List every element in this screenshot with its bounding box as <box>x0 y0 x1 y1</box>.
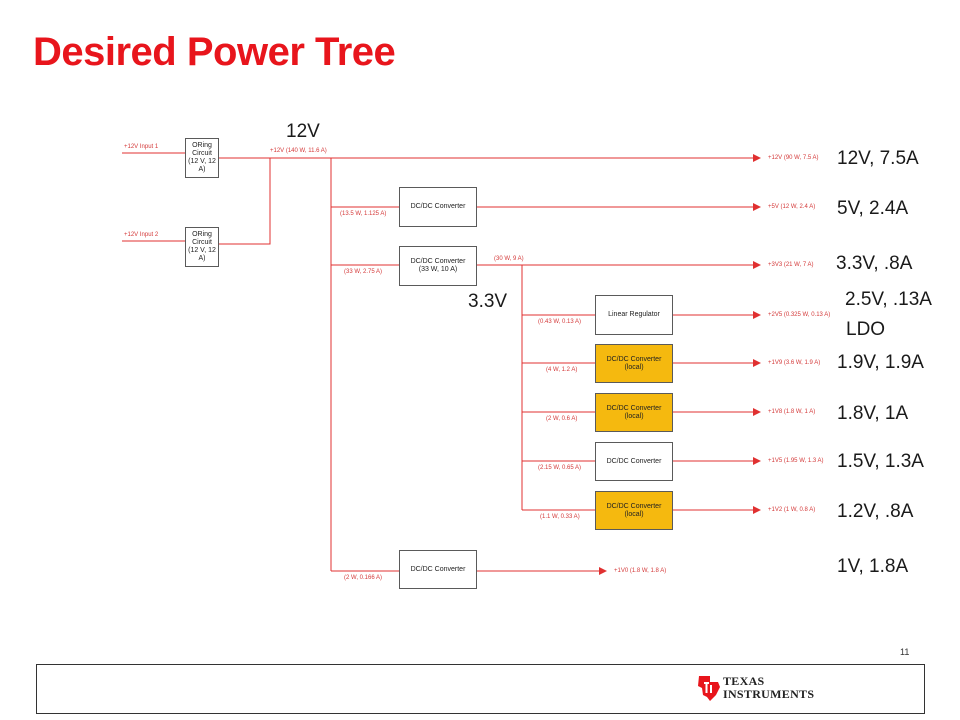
annotation-12v-bus: 12V <box>286 121 320 142</box>
wire-label-to-1v0: (2 W, 0.166 A) <box>344 575 383 581</box>
dcdc-converter-1v5: DC/DC Converter <box>595 442 673 481</box>
linear-regulator: Linear Regulator <box>595 295 673 335</box>
box-line: DC/DC Converter <box>606 457 662 465</box>
wire-label-bus-12v: +12V (140 W, 11.6 A) <box>270 148 327 154</box>
oring-circuit-1: ORing Circuit (12 V, 12 A) <box>185 138 219 178</box>
annotation-out-5v: 5V, 2.4A <box>837 198 909 219</box>
output-rail-1v0: +1V0 (1.8 W, 1.8 A) <box>614 568 667 574</box>
wire-label-to-5v: (13.5 W, 1.125 A) <box>340 211 387 217</box>
footer-bar <box>36 664 925 714</box>
input-label: +12V Input 2 <box>124 232 159 238</box>
dcdc-converter-1v2-local: DC/DC Converter (local) <box>595 491 673 530</box>
box-line: DC/DC Converter <box>606 404 662 412</box>
box-line: DC/DC Converter <box>410 258 466 265</box>
wire-label-bus-3v3: (30 W, 9 A) <box>494 256 524 262</box>
output-rail-1v8: +1V8 (1.8 W, 1 A) <box>768 409 816 415</box>
annotation-out-1v9: 1.9V, 1.9A <box>837 352 924 373</box>
wire-label-to-1v8: (2 W, 0.6 A) <box>546 416 578 422</box>
dcdc-converter-1v8-local: DC/DC Converter (local) <box>595 393 673 432</box>
ti-wordmark-line1: TEXAS <box>723 674 765 688</box>
dcdc-converter-1v0: DC/DC Converter <box>399 550 477 589</box>
dcdc-converter-3v3: DC/DC Converter (33 W, 10 A) <box>399 246 477 286</box>
box-line: ORing Circuit <box>192 231 212 246</box>
box-line: (12 V, 12 A) <box>188 158 216 173</box>
dcdc-converter-1v9-local: DC/DC Converter (local) <box>595 344 673 383</box>
box-line: (local) <box>624 412 644 420</box>
annotation-out-2v5: 2.5V, .13A <box>845 289 932 310</box>
annotation-ldo: LDO <box>846 319 886 340</box>
box-line: (local) <box>624 510 644 518</box>
slide-title: Desired Power Tree <box>33 30 396 74</box>
box-line: DC/DC Converter <box>606 502 662 510</box>
output-rail-1v2: +1V2 (1 W, 0.8 A) <box>768 507 816 513</box>
box-line: DC/DC Converter <box>606 355 662 363</box>
dcdc-converter-5v: DC/DC Converter <box>399 187 477 227</box>
output-rail-2v5: +2V5 (0.325 W, 0.13 A) <box>768 312 831 318</box>
box-line: (33 W, 10 A) <box>418 266 458 273</box>
box-line: DC/DC Converter <box>410 565 466 573</box>
wire-oring2-tie <box>219 158 271 245</box>
wire-label-to-1v9: (4 W, 1.2 A) <box>546 367 578 373</box>
wire-label-to-3v3: (33 W, 2.75 A) <box>344 269 383 275</box>
annotation-out-1v5: 1.5V, 1.3A <box>837 451 924 472</box>
annotation-out-1v8: 1.8V, 1A <box>837 403 909 424</box>
box-line: DC/DC Converter <box>410 203 466 210</box>
box-line: ORing Circuit <box>192 142 212 157</box>
output-rail-12v: +12V (90 W, 7.5 A) <box>768 155 819 161</box>
annotation-3v3-bus: 3.3V <box>468 291 508 312</box>
output-rail-1v9: +1V9 (3.6 W, 1.9 A) <box>768 360 821 366</box>
input-label: +12V Input 1 <box>124 144 159 150</box>
output-rail-5v: +5V (12 W, 2.4 A) <box>768 204 816 210</box>
annotation-out-1v2: 1.2V, .8A <box>837 501 914 522</box>
box-line: (12 V, 12 A) <box>188 247 216 262</box>
annotation-out-12v: 12V, 7.5A <box>837 148 919 169</box>
page-number: 11 <box>900 647 910 657</box>
box-line: (local) <box>624 363 644 371</box>
output-rail-1v5: +1V5 (1.95 W, 1.3 A) <box>768 458 824 464</box>
wire-label-to-1v5: (2.15 W, 0.65 A) <box>538 465 582 471</box>
output-rail-3v3: +3V3 (21 W, 7 A) <box>768 262 814 268</box>
wire-label-to-linreg: (0.43 W, 0.13 A) <box>538 319 582 325</box>
ti-wordmark-line2: INSTRUMENTS <box>723 687 815 701</box>
ti-wordmark: TEXAS INSTRUMENTS <box>723 675 814 701</box>
annotation-out-1v0: 1V, 1.8A <box>837 556 909 577</box>
oring-circuit-2: ORing Circuit (12 V, 12 A) <box>185 227 219 267</box>
texas-instruments-logo: TEXAS INSTRUMENTS <box>696 673 818 705</box>
ti-state-icon <box>698 676 720 701</box>
wire-label-to-1v2: (1.1 W, 0.33 A) <box>540 514 580 520</box>
box-line: Linear Regulator <box>608 311 660 318</box>
annotation-out-3v3: 3.3V, .8A <box>836 253 913 274</box>
